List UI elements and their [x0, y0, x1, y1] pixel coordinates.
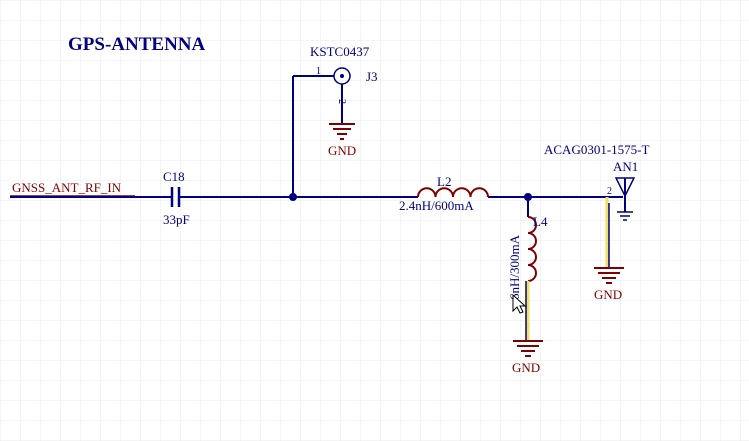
an1-pin2-number: 2 — [607, 186, 612, 197]
connector-j3[interactable]: KSTC0437 J3 1 2 — [310, 44, 378, 124]
inductor-l4[interactable]: L4 6nH/300mA — [507, 214, 548, 340]
j3-pin2-number: 2 — [336, 99, 347, 104]
gnd-symbol-j3[interactable]: GND — [328, 123, 356, 158]
j3-pin1-number: 1 — [316, 66, 321, 77]
antenna-an1[interactable]: ACAG0301-1575-T AN1 2 — [544, 142, 649, 268]
j3-part-number: KSTC0437 — [310, 44, 370, 59]
gnd-j3-label: GND — [328, 143, 356, 158]
l2-ref: L2 — [437, 174, 451, 189]
l4-value: 6nH/300mA — [507, 234, 522, 300]
j3-ref: J3 — [366, 69, 378, 84]
j3-center-pin — [340, 74, 344, 78]
l2-coil — [417, 187, 489, 198]
gnd-an1-label: GND — [594, 287, 622, 302]
c18-ref: C18 — [163, 169, 185, 184]
c18-value: 33pF — [163, 212, 190, 227]
gnd-symbol-an1[interactable]: GND — [594, 267, 624, 302]
an1-ref: AN1 — [613, 159, 638, 174]
sheet-title: GPS-ANTENNA — [68, 34, 206, 55]
gnd-symbol-l4[interactable]: GND — [512, 340, 543, 375]
gnd-l4-label: GND — [512, 360, 540, 375]
net-label-gnss-ant-rf-in[interactable]: GNSS_ANT_RF_IN — [12, 180, 122, 195]
l4-ref: L4 — [533, 214, 548, 229]
mouse-cursor-icon — [512, 293, 527, 314]
capacitor-c18[interactable]: C18 33pF — [163, 169, 190, 227]
inductor-l2[interactable]: L2 2.4nH/600mA — [399, 174, 489, 213]
an1-part-number: ACAG0301-1575-T — [544, 142, 649, 157]
l2-value: 2.4nH/600mA — [399, 198, 474, 213]
l4-coil — [527, 216, 537, 282]
